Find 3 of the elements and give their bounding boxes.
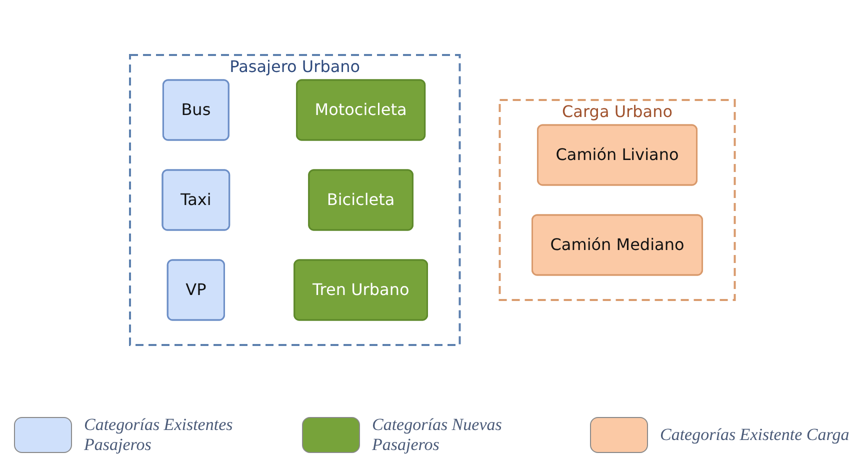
legend-text: Categorías Existentes Pasajeros	[84, 415, 234, 455]
legend-text: Categorías Nuevas Pasajeros	[372, 415, 503, 455]
legend-text: Categorías Existente Carga	[660, 425, 850, 445]
